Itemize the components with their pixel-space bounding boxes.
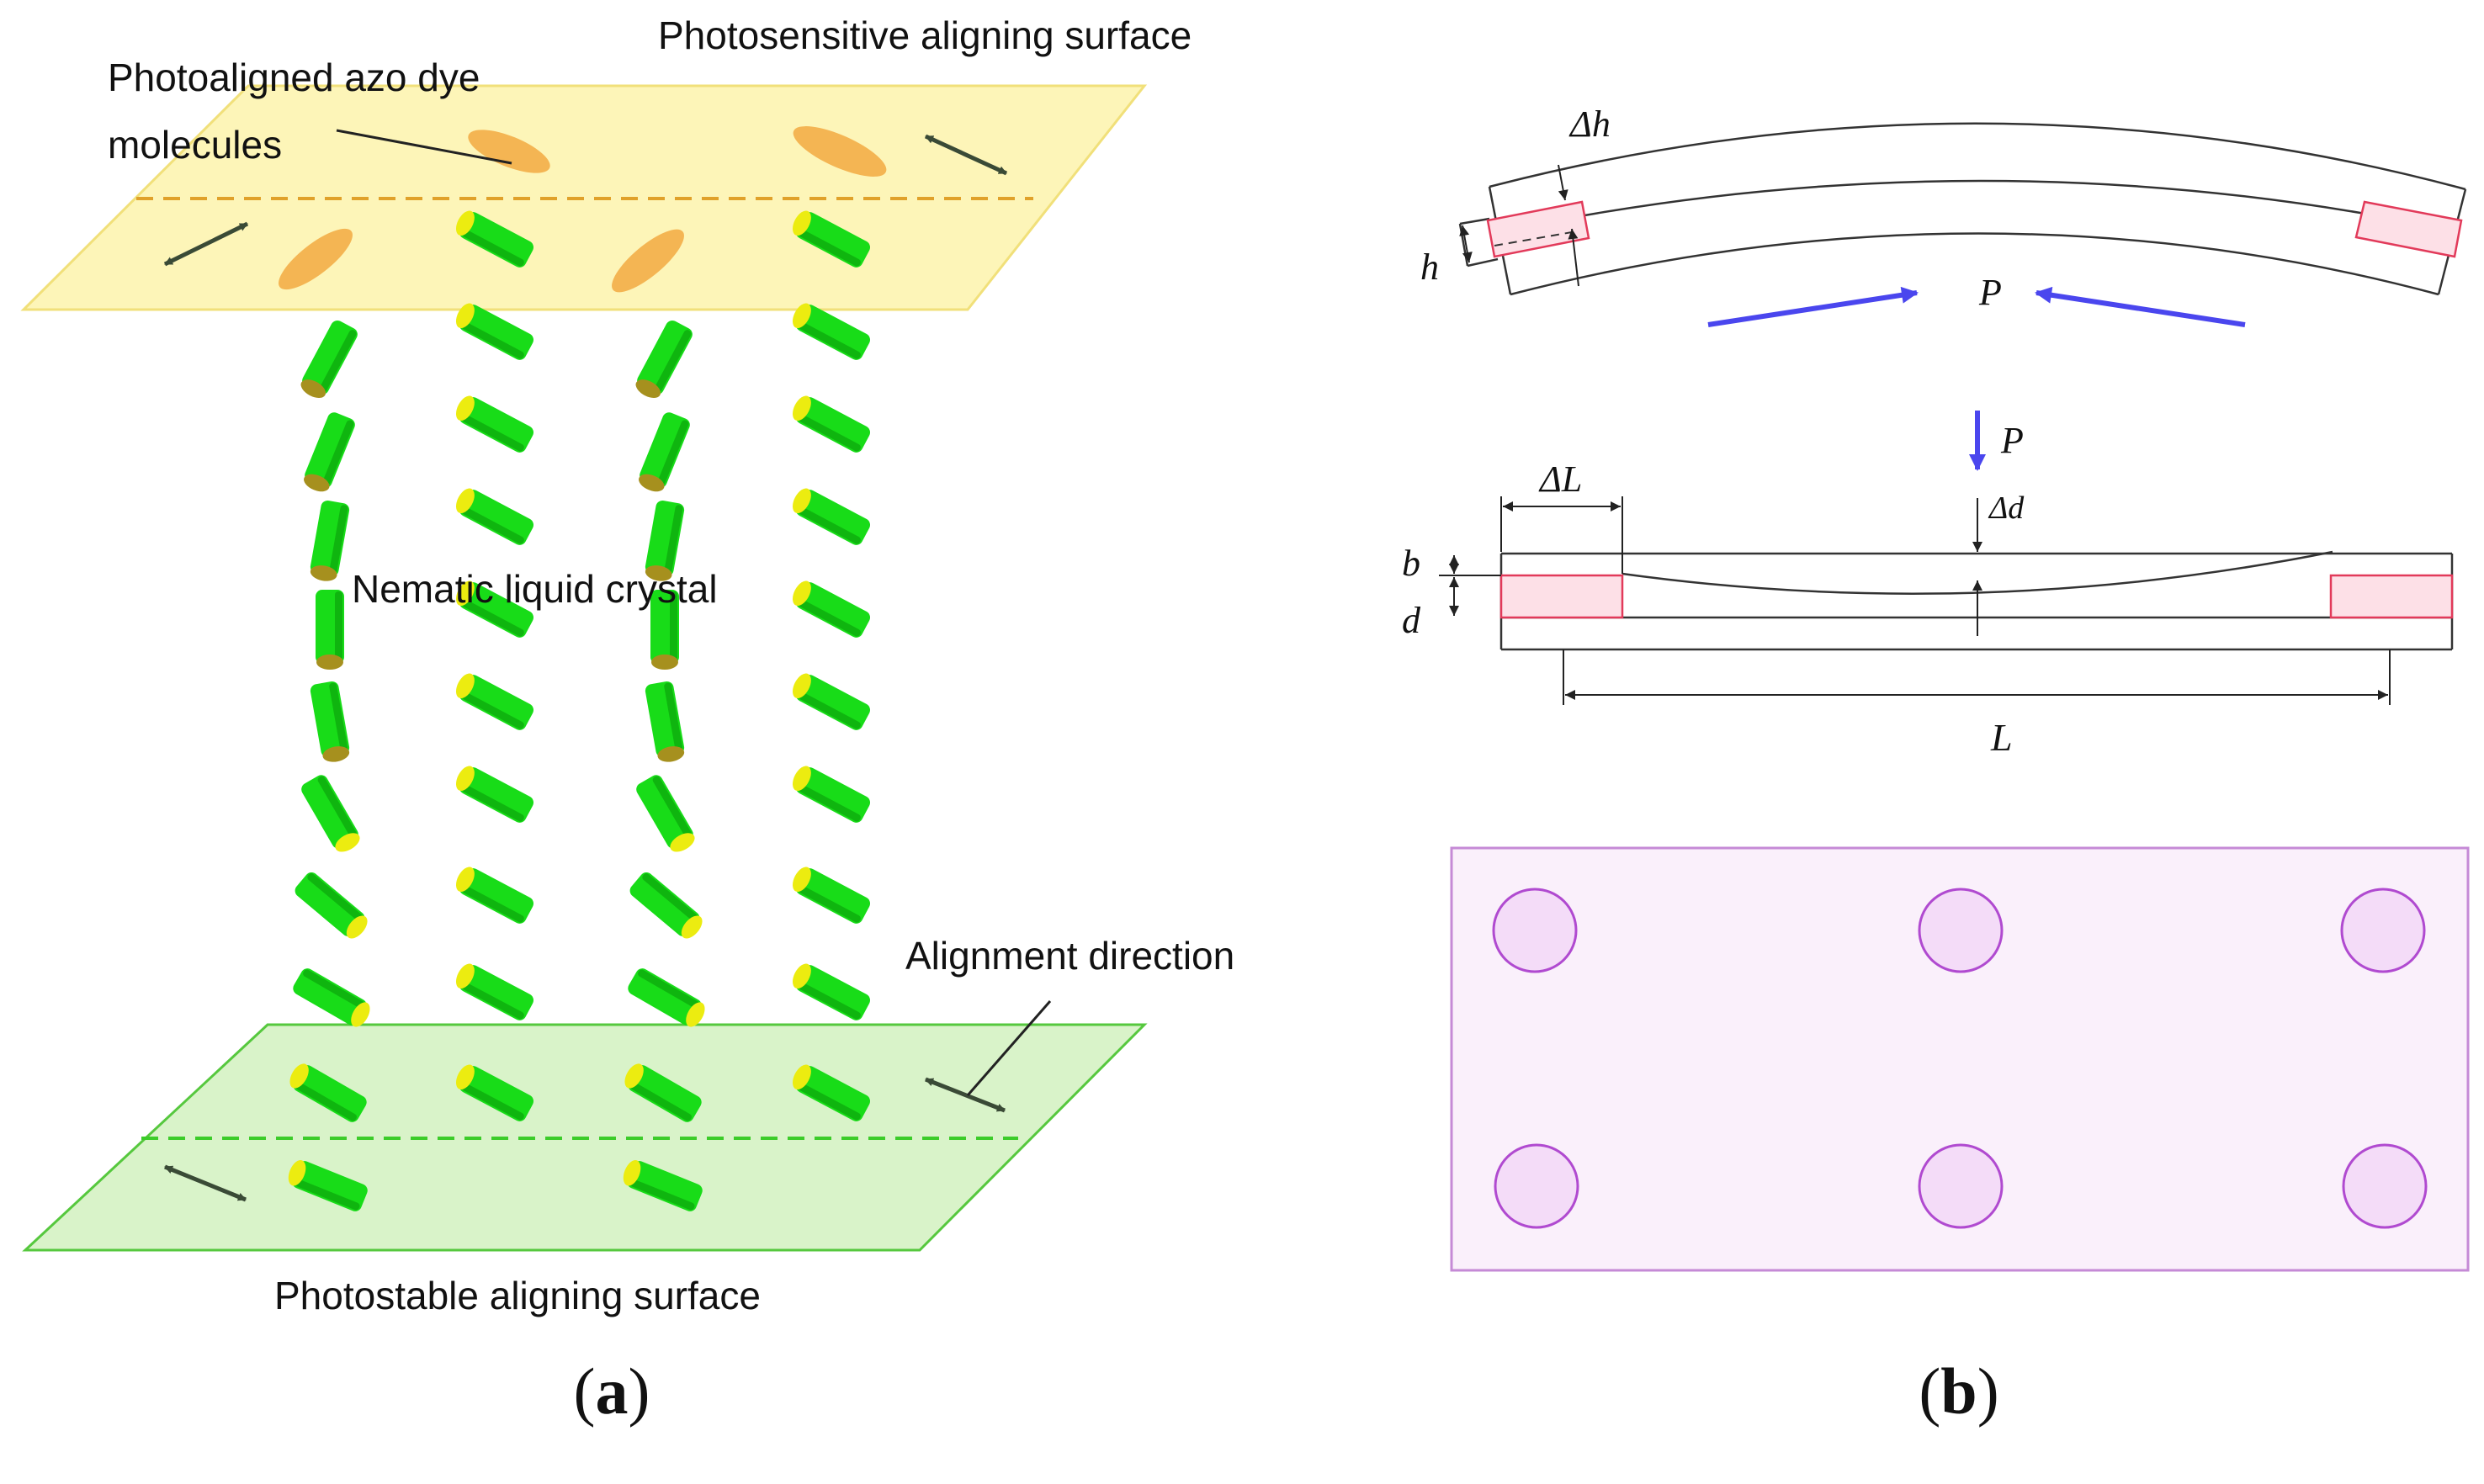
lc-molecule xyxy=(455,580,534,638)
lc-molecule xyxy=(792,395,871,453)
lc-molecule xyxy=(792,963,871,1020)
delta-h-arrow xyxy=(1568,228,1579,287)
lc-molecule xyxy=(636,775,695,852)
alignment-arrow-icon xyxy=(163,221,249,267)
azo-dye-molecule xyxy=(612,229,684,293)
label-delta-L: ΔL xyxy=(1538,458,1582,500)
label-d: d xyxy=(1402,600,1421,641)
lc-molecule xyxy=(792,673,871,730)
label-b: b xyxy=(1402,543,1420,584)
dashed-line xyxy=(1494,231,1573,246)
delta-h-arrow xyxy=(1558,164,1568,201)
pink-pad-right xyxy=(2329,574,2454,619)
lc-molecule xyxy=(301,775,360,852)
alignment-arrow-icon xyxy=(164,1164,247,1202)
lc-molecule xyxy=(645,500,685,581)
lc-molecule xyxy=(455,867,534,924)
lc-molecule xyxy=(293,968,370,1027)
lc-molecule xyxy=(624,1063,702,1122)
lc-molecule xyxy=(295,872,368,939)
lc-molecule xyxy=(635,320,693,399)
alignment-leader-line xyxy=(966,1000,1052,1096)
label-photosensitive-surface: Photosensitive aligning surface xyxy=(658,13,1192,57)
lc-molecule xyxy=(455,210,534,268)
lc-molecule xyxy=(304,412,355,492)
lc-molecule xyxy=(455,303,534,360)
lc-molecule xyxy=(629,872,703,939)
alignment-arrow-icon xyxy=(925,1077,1006,1113)
lc-molecule xyxy=(310,681,350,762)
label-nematic-liquid-crystal: Nematic liquid crystal xyxy=(352,567,718,611)
lc-molecule xyxy=(455,1064,534,1121)
plate-hole xyxy=(1494,1143,1579,1229)
alignment-arrow-icon xyxy=(924,134,1008,176)
label-L: L xyxy=(1990,716,2013,759)
pink-pad-right xyxy=(2354,200,2463,258)
lc-molecule xyxy=(289,1063,367,1122)
lc-molecule xyxy=(455,673,534,730)
lc-molecule xyxy=(645,681,685,762)
plate-hole xyxy=(1918,888,2004,973)
label-P-compression: P xyxy=(1978,272,2002,313)
lc-molecule xyxy=(316,590,344,670)
liquid-crystal-molecules xyxy=(288,210,871,1211)
azo-leader-line xyxy=(336,129,512,165)
lc-molecule xyxy=(300,320,358,399)
lc-molecule xyxy=(639,412,690,492)
plate-hole xyxy=(1918,1143,2004,1229)
caption-a: (a) xyxy=(574,1354,650,1428)
lc-molecule xyxy=(288,1160,368,1211)
plate-hole xyxy=(2342,1143,2428,1229)
azo-dye-molecule xyxy=(468,130,550,173)
lc-molecule xyxy=(792,488,871,545)
panel-b: Δh h P P ΔL Δd b xyxy=(1402,103,2470,1428)
caption-b: (b) xyxy=(1919,1354,1998,1428)
lc-molecule xyxy=(455,766,534,823)
plate-hole xyxy=(1492,888,1578,973)
label-delta-h: Δh xyxy=(1568,103,1611,145)
lc-molecule xyxy=(455,963,534,1020)
label-photostable-surface: Photostable aligning surface xyxy=(274,1274,761,1317)
h-arrow xyxy=(1459,225,1473,263)
lc-molecule xyxy=(455,395,534,453)
label-alignment-direction: Alignment direction xyxy=(905,934,1234,978)
lc-molecule xyxy=(792,1064,871,1121)
force-arrow-right xyxy=(2035,286,2246,327)
label-delta-d: Δd xyxy=(1988,490,2025,526)
lc-molecule xyxy=(792,303,871,360)
pink-pad-left xyxy=(1499,574,1624,619)
lc-molecule xyxy=(310,500,350,581)
lc-molecule xyxy=(455,488,534,545)
label-azo-dye-line1: Photoaligned azo dye xyxy=(108,56,480,99)
force-arrow-left xyxy=(1707,286,1919,327)
lc-molecule xyxy=(623,1160,703,1211)
panel-a: Photosensitive aligning surface Photoali… xyxy=(20,13,1234,1428)
azo-dye-molecule xyxy=(279,228,353,290)
label-h: h xyxy=(1420,246,1439,288)
lc-molecule xyxy=(792,210,871,268)
lc-molecule xyxy=(650,590,679,670)
bent-beam xyxy=(1458,122,2467,296)
lc-molecule xyxy=(628,968,705,1027)
label-azo-dye-line2: molecules xyxy=(108,123,282,167)
plate-hole xyxy=(2340,888,2426,973)
lc-molecule xyxy=(792,580,871,638)
azo-dye-molecule xyxy=(793,126,887,177)
label-P-load: P xyxy=(2000,420,2024,461)
lc-molecule xyxy=(792,766,871,823)
lc-molecule xyxy=(792,867,871,924)
